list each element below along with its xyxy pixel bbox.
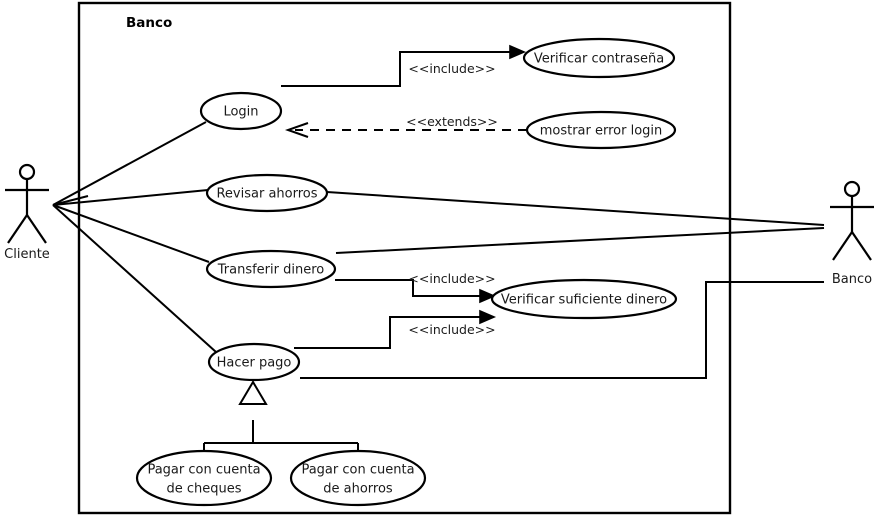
use-case-label-revisar-ahorros: Revisar ahorros [216,187,317,202]
use-case-label-pagar-cheques-line2: de cheques [166,482,241,497]
stereotype-label-include-login: <<include>> [408,61,495,76]
use-case-verificar-contrasena[interactable]: Verificar contraseña [522,37,676,79]
actor-cliente[interactable]: Cliente [4,163,50,262]
association-revisar-ahorros-banco [326,191,825,226]
use-case-revisar-ahorros[interactable]: Revisar ahorros [205,173,329,213]
stereotype-label-extends-error: <<extends>> [406,114,498,129]
actor-head-icon [843,180,861,198]
actor-banco[interactable]: Banco [830,180,874,287]
use-case-pagar-con-cuenta-de-cheques[interactable]: Pagar con cuenta de cheques [135,449,273,507]
use-case-transferir-dinero[interactable]: Transferir dinero [205,249,337,289]
actor-head-icon [18,163,36,181]
use-case-label-pagar-ahorros-line1: Pagar con cuenta [301,463,414,478]
association-cliente-hacer-pago [52,204,217,353]
association-transferir-dinero-banco [335,227,825,254]
actor-label-banco: Banco [832,272,872,287]
include-transferir-verificar-dinero [335,279,497,304]
system-boundary-title: Banco [126,15,172,31]
association-cliente-login [52,121,207,206]
use-case-label-pagar-ahorros-line2: de ahorros [323,482,393,497]
association-cliente-transferir-dinero [52,204,210,263]
use-case-login[interactable]: Login [199,91,283,131]
use-case-label-verificar-suficiente-dinero: Verificar suficiente dinero [501,293,667,308]
include-hacer-pago-verificar-dinero [294,309,497,349]
association-hacer-pago-banco [300,281,824,379]
use-case-label-pagar-cheques-line1: Pagar con cuenta [147,463,260,478]
use-case-label-transferir-dinero: Transferir dinero [217,263,325,278]
use-case-label-verificar-contrasena: Verificar contraseña [534,52,664,67]
include-login-verificar-contrasena [281,44,527,87]
stereotype-label-include-hacerpago: <<include>> [408,322,495,337]
association-cliente-revisar-ahorros [52,189,209,206]
use-case-mostrar-error-login[interactable]: mostrar error login [525,110,677,150]
use-case-label-login: Login [223,105,258,120]
extends-mostrar-error-login [284,122,527,138]
use-case-label-hacer-pago: Hacer pago [217,356,292,371]
generalization-triangle-icon [238,380,268,405]
system-boundary-box [77,1,732,515]
use-case-label-mostrar-error-login: mostrar error login [540,124,663,139]
use-case-hacer-pago[interactable]: Hacer pago [207,342,301,382]
actor-label-cliente: Cliente [4,247,50,262]
use-case-verificar-suficiente-dinero[interactable]: Verificar suficiente dinero [490,278,678,320]
stereotype-label-include-transferir: <<include>> [408,271,495,286]
use-case-pagar-con-cuenta-de-ahorros[interactable]: Pagar con cuenta de ahorros [289,449,427,507]
cliente-connector-vertex [52,195,89,206]
generalization-hacer-pago [203,380,359,452]
